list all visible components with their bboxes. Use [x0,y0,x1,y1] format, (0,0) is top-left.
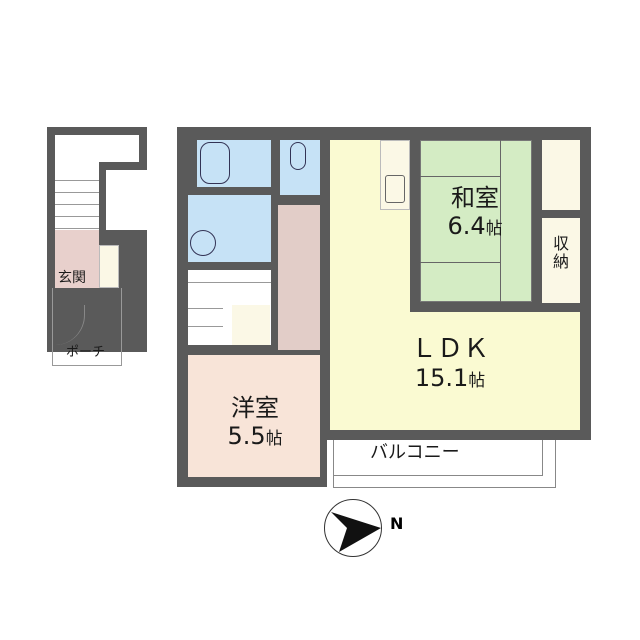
toilet-icon [290,142,306,170]
hallway [278,205,320,350]
stair-step [55,228,99,229]
sink-icon [385,175,405,203]
storage [542,218,580,303]
ldk-label: ＬＤＫ 15.1帖 [410,334,489,392]
stair-step [55,180,99,181]
stair-step [55,204,99,205]
entrance-label: 玄関 [58,270,86,286]
balcony-label: バルコニー [370,442,460,463]
washbasin-icon [190,230,216,256]
upper-notch [99,135,139,162]
japanese-room-label: 和室 6.4帖 [447,184,503,240]
stair-step [55,192,99,193]
balcony-outline [333,440,556,488]
tatami-line [420,176,500,177]
western-room [188,355,320,477]
ldk-lower [330,312,580,430]
stair-step [188,326,223,327]
notch-cutout [106,170,147,230]
north-label: N [390,514,404,533]
western-room-label: 洋室 5.5帖 [227,394,283,450]
porch-label: ポーチ [66,345,106,360]
japanese-room [420,140,532,302]
compass [324,499,382,557]
entrance-floor [55,230,99,288]
small-closet [232,305,270,345]
stair-step [55,216,99,217]
stair-step [188,308,223,309]
tatami-line [500,140,501,302]
tatami-line [420,262,500,263]
storage-label: 収納 [552,234,569,272]
porch-outline [52,288,122,366]
bathtub-icon [200,142,230,184]
stair-step [188,282,271,283]
compass-arrow-icon [331,512,381,552]
stair-area [55,135,99,245]
balcony-inner [333,440,543,476]
shoe-cabinet [99,245,119,288]
closet-upper [542,140,580,210]
